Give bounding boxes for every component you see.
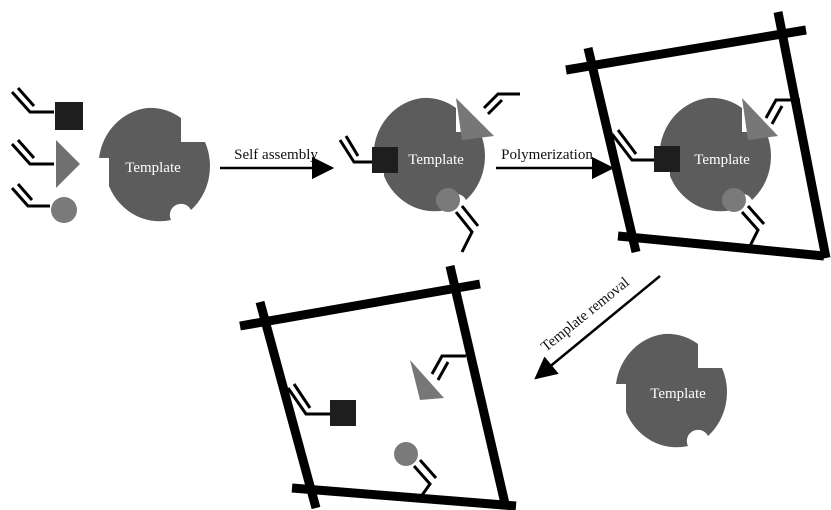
- vinyl-group-icon: [412, 459, 438, 499]
- imprinted-polymer-with-template: Template: [565, 11, 831, 261]
- vinyl-group-icon: [454, 205, 480, 253]
- square-monomer-icon: [55, 102, 83, 130]
- vinyl-group-icon: [10, 183, 50, 208]
- square-monomer-icon: [330, 400, 356, 426]
- vinyl-group-icon: [286, 383, 330, 416]
- imprinted-polymer-cavity: [239, 264, 517, 510]
- triangle-monomer-icon: [456, 98, 494, 140]
- circle-monomer-icon: [394, 442, 418, 466]
- polymer-crosslink-frame: [565, 11, 831, 261]
- template-complex: Template: [338, 92, 520, 253]
- self-assembly-label: Self assembly: [234, 147, 318, 163]
- vinyl-group-icon: [482, 92, 520, 116]
- vinyl-group-icon: [740, 205, 766, 251]
- triangle-monomer-icon: [742, 98, 778, 140]
- vinyl-group-icon: [430, 354, 466, 381]
- circle-monomer-icon: [51, 197, 77, 223]
- template-label: Template: [650, 386, 706, 402]
- circle-monomer-icon: [436, 188, 460, 212]
- vinyl-group-icon: [10, 87, 54, 114]
- vinyl-group-icon: [10, 139, 54, 166]
- template-label: Template: [408, 152, 464, 168]
- triangle-monomer-icon: [410, 360, 444, 400]
- triangle-monomer-icon: [56, 140, 80, 188]
- circle-monomer-icon: [722, 188, 746, 212]
- template-label: Template: [694, 152, 750, 168]
- vinyl-group-icon: [610, 129, 654, 162]
- square-monomer-icon: [372, 147, 398, 173]
- template-removal-label: Template removal: [538, 275, 632, 356]
- free-monomers: [10, 87, 83, 223]
- vinyl-group-icon: [338, 135, 372, 164]
- polymerization-label: Polymerization: [501, 147, 593, 163]
- template-label: Template: [125, 160, 181, 176]
- square-monomer-icon: [654, 146, 680, 172]
- template-removal-arrow: [534, 275, 661, 380]
- polymer-crosslink-frame: [239, 264, 517, 510]
- vinyl-group-icon: [764, 98, 800, 125]
